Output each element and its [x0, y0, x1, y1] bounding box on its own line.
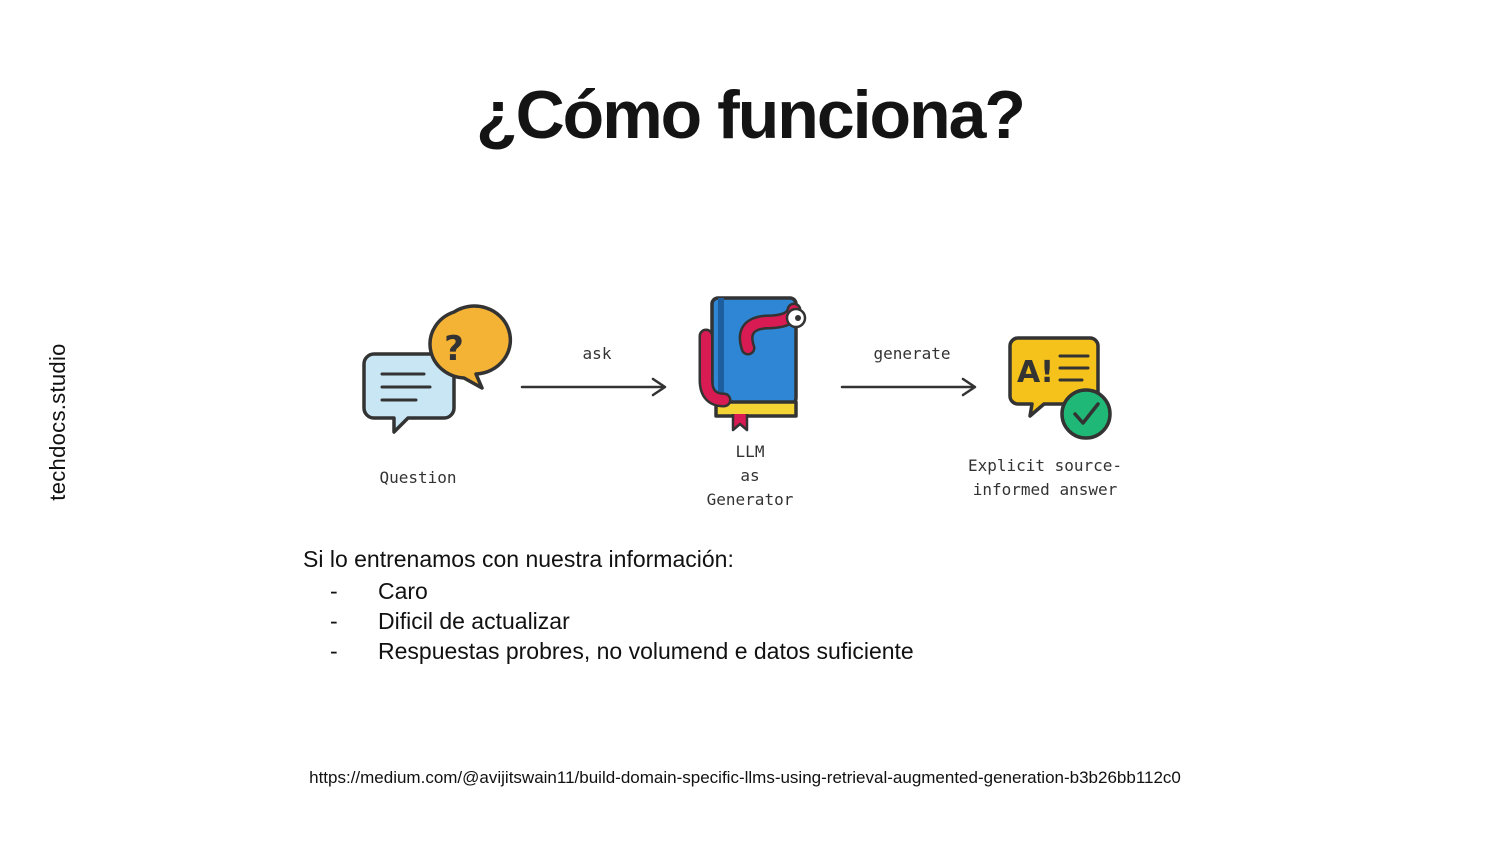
question-label: Question: [379, 468, 457, 487]
drawbacks-list: - Caro - Dificil de actualizar - Respues…: [330, 576, 914, 666]
ask-arrow: [520, 377, 667, 397]
llm-label: LLM as Generator: [690, 440, 810, 512]
answer-label-line: Explicit source-: [967, 456, 1123, 475]
bullet-marker: -: [330, 608, 338, 634]
answer-label-line: informed answer: [972, 480, 1118, 499]
answer-icon: A!: [1008, 336, 1112, 440]
slide-title: ¿Cómo funciona?: [476, 77, 1026, 153]
svg-text:?: ?: [444, 329, 464, 369]
brand-label: techdocs.studio: [45, 343, 70, 501]
svg-text:A!: A!: [1017, 355, 1054, 390]
llm-label-line: Generator: [706, 490, 794, 509]
list-item-text: Respuestas probres, no volumend e datos …: [378, 638, 914, 664]
list-item: - Respuestas probres, no volumend e dato…: [330, 636, 914, 666]
generate-label: generate: [873, 344, 951, 363]
answer-label: Explicit source- informed answer: [960, 454, 1130, 502]
list-item-text: Caro: [378, 578, 428, 604]
list-item-text: Dificil de actualizar: [378, 608, 570, 634]
source-link[interactable]: https://medium.com/@avijitswain11/build-…: [309, 768, 1181, 787]
diagram-canvas: ? A!: [362, 296, 1112, 440]
llm-book-icon: [698, 296, 807, 432]
question-icon: ?: [362, 304, 513, 434]
list-item: - Caro: [330, 576, 914, 606]
generate-arrow: [840, 377, 977, 397]
bullet-marker: -: [330, 638, 338, 664]
list-intro: Si lo entrenamos con nuestra información…: [303, 546, 734, 572]
bullet-marker: -: [330, 578, 338, 604]
ask-label: ask: [582, 344, 612, 363]
rag-diagram: ? A!: [350, 290, 1140, 522]
list-item: - Dificil de actualizar: [330, 606, 914, 636]
llm-label-line: LLM: [735, 442, 765, 461]
llm-label-line: as: [740, 466, 760, 485]
